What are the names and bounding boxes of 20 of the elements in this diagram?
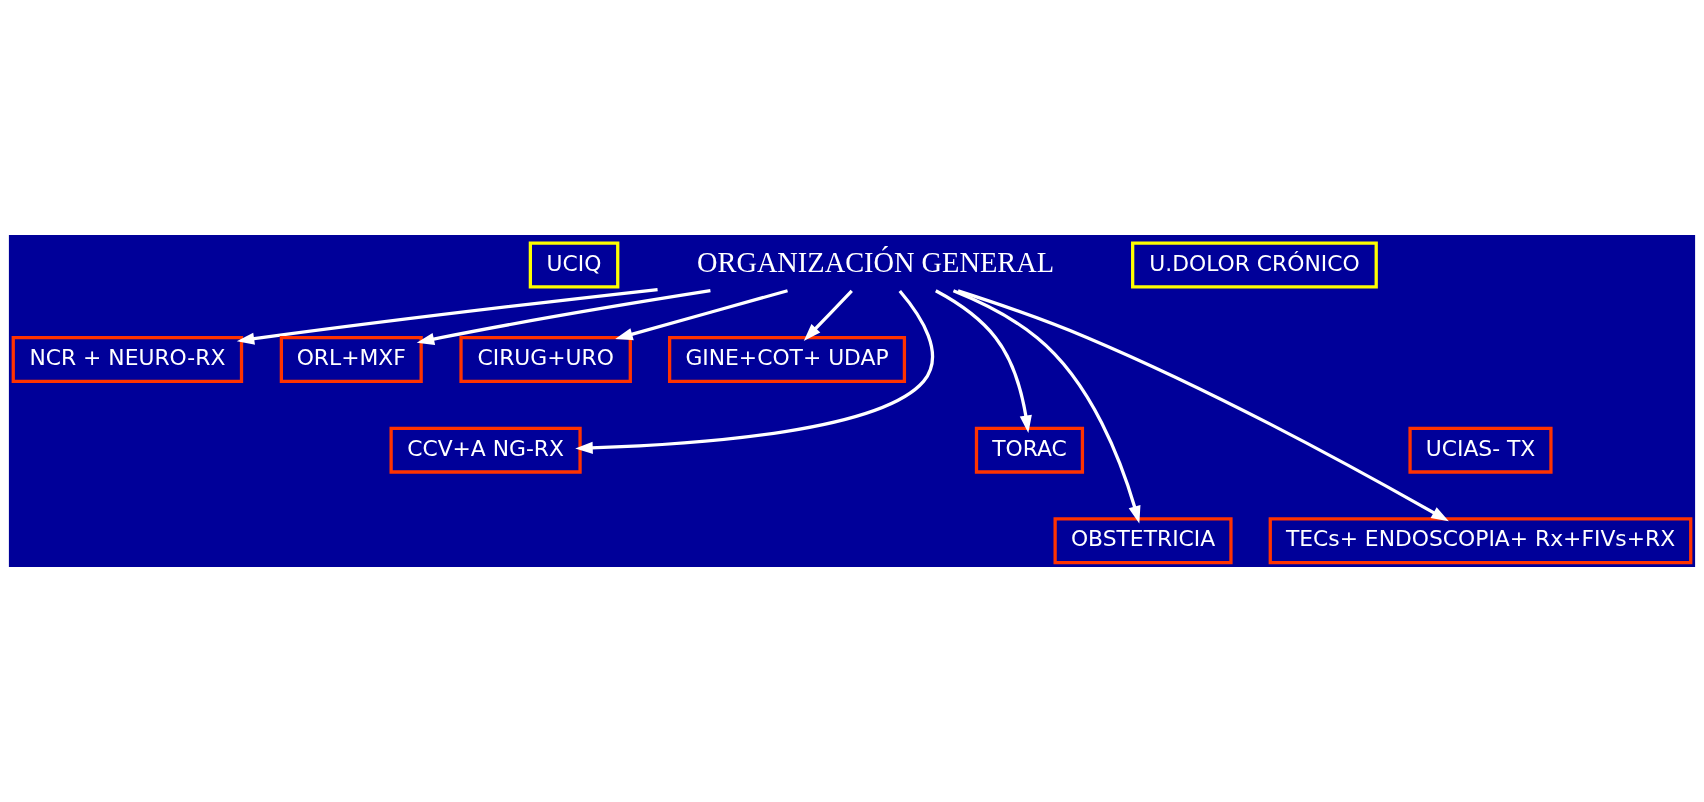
- arrow: [615, 289, 788, 341]
- node-box: GINE+COT+ UDAP: [668, 336, 907, 383]
- node-box: UCIAS- TX: [1408, 426, 1553, 474]
- arrow: [957, 289, 1449, 522]
- node-box: ORL+MXF: [279, 336, 423, 383]
- node-box: CCV+A NG-RX: [389, 426, 582, 474]
- node-box: U.DOLOR CRÓNICO: [1131, 241, 1378, 289]
- arrow: [236, 287, 658, 345]
- node-box: TECs+ ENDOSCOPIA+ Rx+FIVs+RX: [1268, 517, 1693, 565]
- arrow: [803, 289, 853, 341]
- arrow: [935, 289, 1032, 433]
- node-box: NCR + NEURO-RX: [11, 336, 244, 383]
- arrow: [416, 289, 711, 346]
- node-box: TORAC: [974, 426, 1085, 474]
- node-box: CIRUG+URO: [459, 336, 632, 383]
- arrow: [952, 289, 1141, 524]
- node-box: UCIQ: [528, 241, 620, 289]
- arrow: [575, 289, 934, 454]
- node-box: OBSTETRICIA: [1053, 517, 1233, 565]
- node-text: ORGANIZACIÓN GENERAL: [696, 246, 1054, 278]
